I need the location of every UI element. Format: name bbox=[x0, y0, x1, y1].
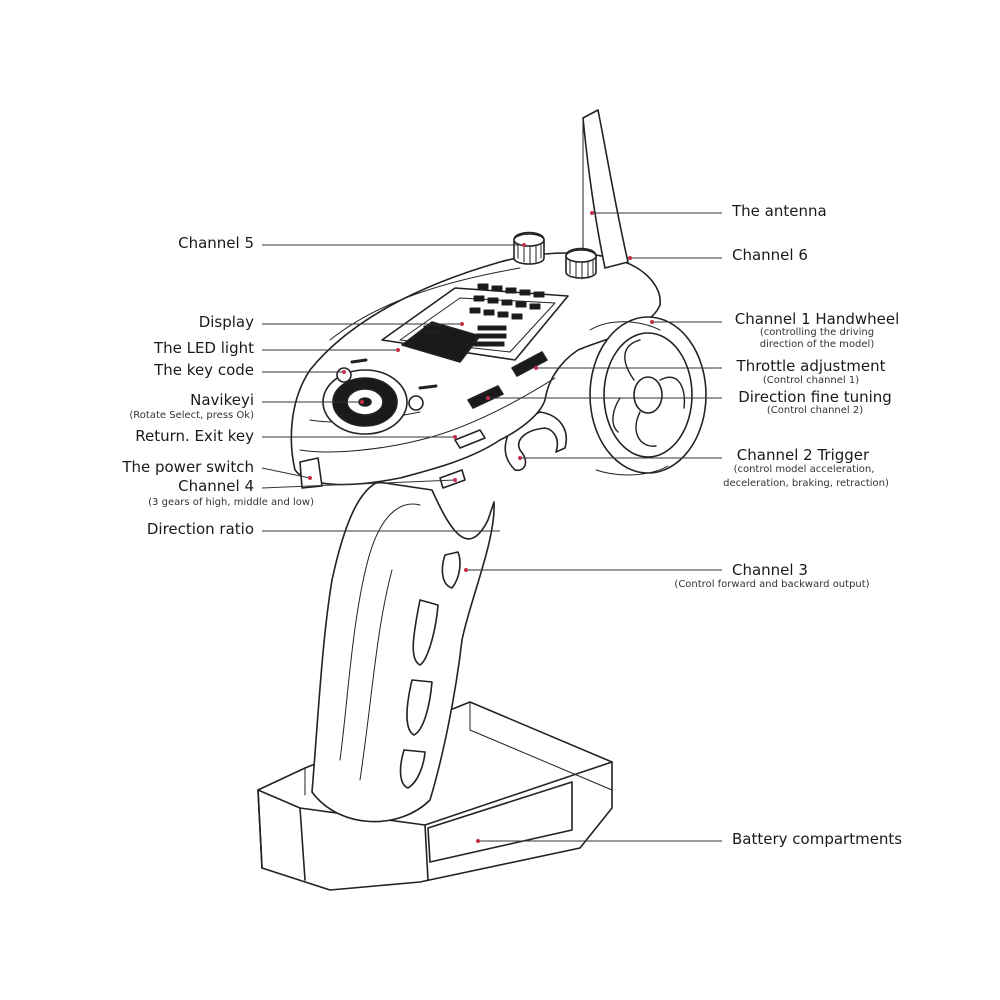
channel6-knob bbox=[565, 247, 597, 280]
grip-handle bbox=[311, 481, 495, 823]
leader-channel4 bbox=[261, 479, 456, 489]
label-power-switch: The power switch bbox=[122, 458, 254, 476]
battery-base bbox=[257, 701, 613, 891]
label-handwheel-sub2: direction of the model) bbox=[759, 339, 875, 350]
label-display: Display bbox=[198, 313, 254, 331]
label-trigger: Channel 2 Trigger bbox=[736, 446, 870, 464]
label-led-light: The LED light bbox=[153, 339, 254, 357]
label-channel3: Channel 3 bbox=[732, 561, 808, 579]
label-channel6: Channel 6 bbox=[732, 246, 808, 264]
label-throttle-sub: (Control channel 1) bbox=[762, 375, 860, 386]
label-battery: Battery compartments bbox=[732, 830, 903, 848]
label-handwheel: Channel 1 Handwheel bbox=[734, 310, 900, 328]
battery-compartment-panel bbox=[427, 781, 573, 863]
label-direction-ratio: Direction ratio bbox=[146, 520, 254, 538]
label-trigger-sub2: deceleration, braking, retraction) bbox=[723, 478, 889, 489]
label-direction-fine-sub: (Control channel 2) bbox=[766, 405, 864, 416]
label-direction-fine: Direction fine tuning bbox=[738, 388, 892, 406]
label-navikey-sub: (Rotate Select, press Ok) bbox=[129, 410, 254, 421]
label-antenna: The antenna bbox=[732, 202, 827, 220]
label-channel4-sub: (3 gears of high, middle and low) bbox=[148, 497, 314, 508]
label-channel5: Channel 5 bbox=[178, 234, 254, 252]
leader-power-switch bbox=[261, 467, 311, 479]
label-return-key: Return. Exit key bbox=[135, 427, 254, 445]
label-throttle: Throttle adjustment bbox=[736, 357, 886, 375]
label-key-code: The key code bbox=[154, 361, 254, 379]
navikey-dial bbox=[322, 369, 408, 435]
label-navikey: Navikeyi bbox=[190, 391, 254, 409]
label-channel3-sub: (Control forward and backward output) bbox=[674, 579, 870, 590]
label-handwheel-sub1: (controlling the driving bbox=[759, 327, 875, 338]
antenna-shape bbox=[582, 109, 629, 269]
label-trigger-sub1: (control model acceleration, bbox=[733, 464, 875, 475]
handwheel bbox=[589, 316, 707, 476]
channel5-knob bbox=[513, 231, 545, 265]
label-channel4: Channel 4 bbox=[178, 477, 254, 495]
